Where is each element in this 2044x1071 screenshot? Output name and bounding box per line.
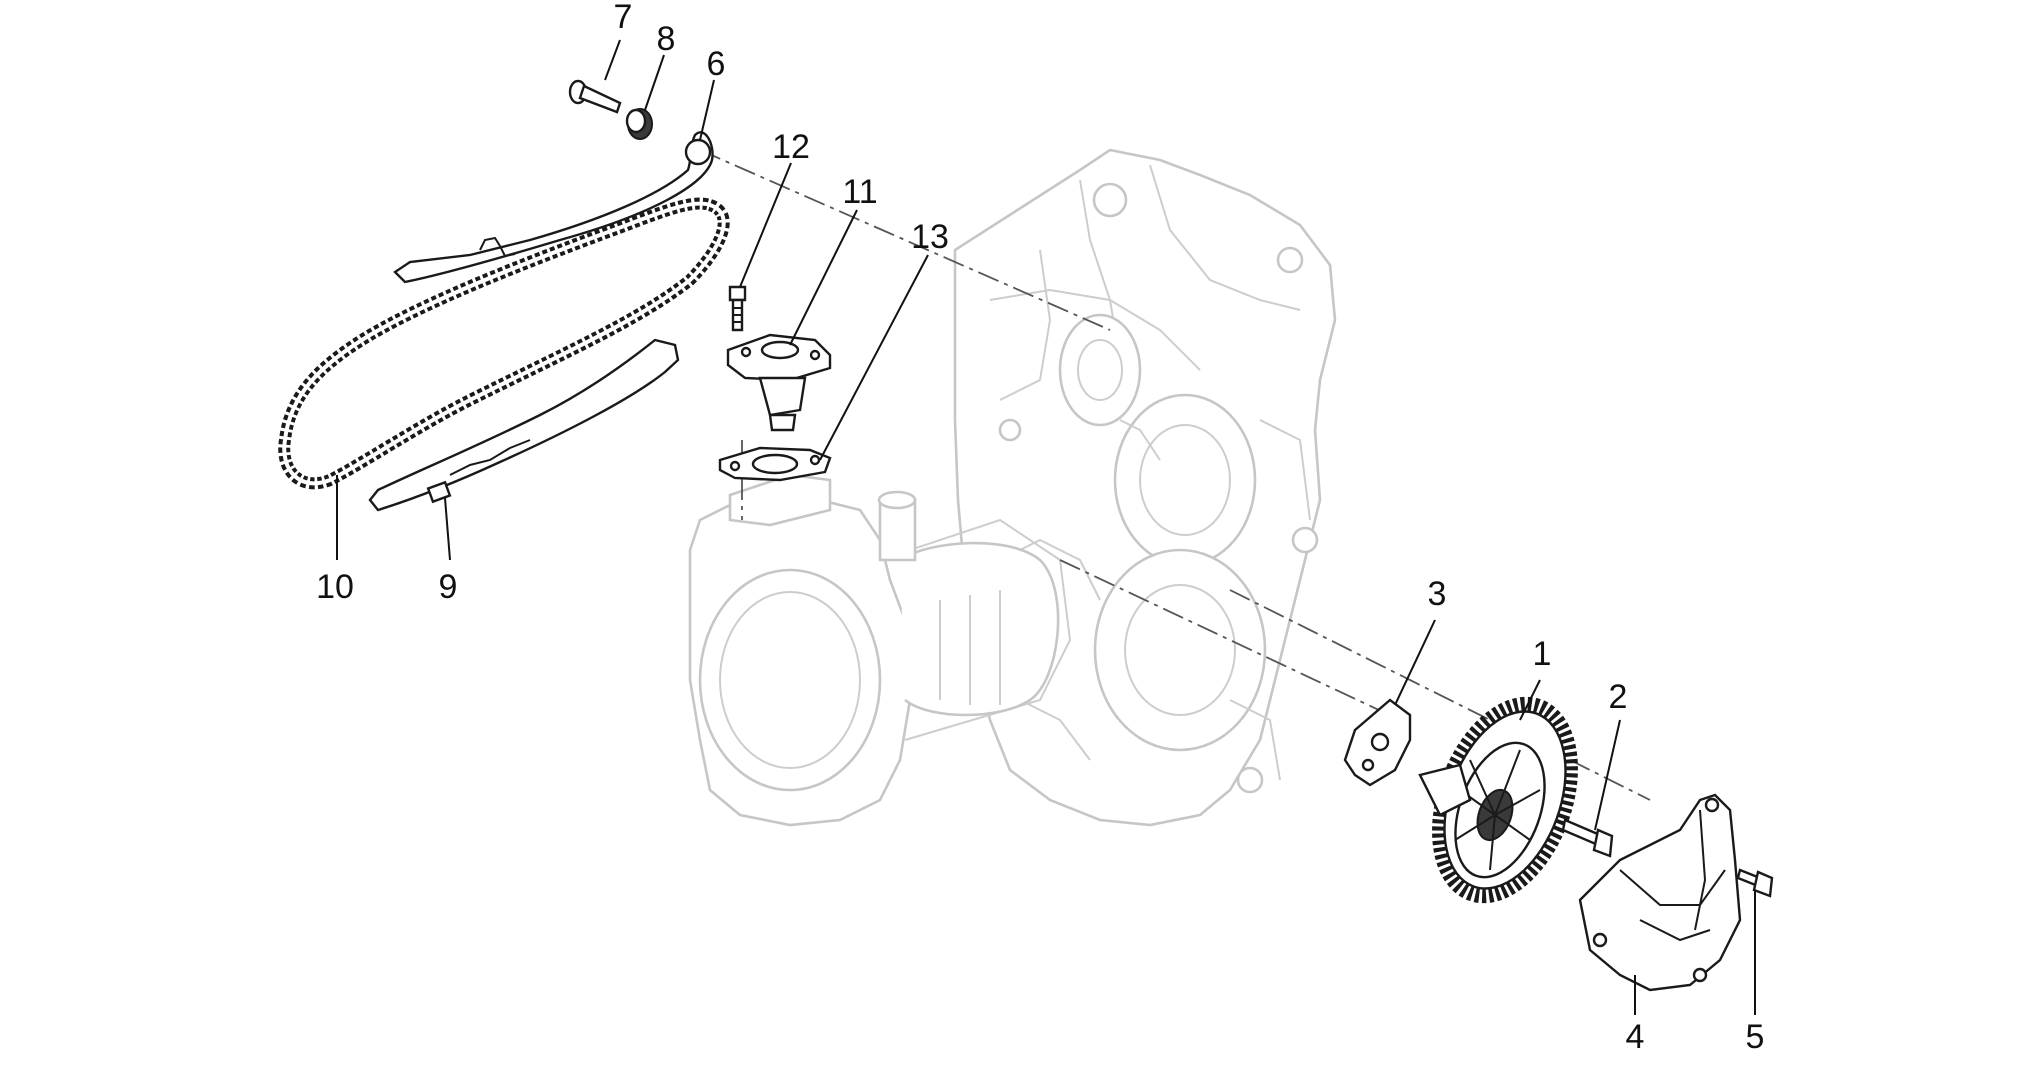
pump-bolt-long	[1561, 818, 1614, 858]
callout-10: 10	[316, 568, 354, 606]
tensioner-gasket	[718, 446, 832, 482]
upper-chain-guide	[393, 131, 714, 284]
pump-gear	[1418, 696, 1578, 904]
spacer-plate	[1343, 698, 1412, 787]
callout-13: 13	[911, 218, 949, 256]
callout-2: 2	[1609, 678, 1628, 716]
callout-9: 9	[439, 568, 458, 606]
callout-4: 4	[1626, 1018, 1645, 1056]
callout-1: 1	[1533, 635, 1552, 673]
callout-5: 5	[1746, 1018, 1765, 1056]
chain-tensioner	[726, 333, 832, 432]
callout-6: 6	[707, 45, 726, 83]
callout-12: 12	[772, 128, 810, 166]
pump-cover	[1578, 793, 1742, 992]
callout-labels: 1 2 3 4 5 6 7 8 9 10 11 12 13	[316, 0, 1764, 1056]
guide-bolt	[568, 79, 622, 114]
timing-chain	[278, 197, 730, 490]
callout-8: 8	[657, 20, 676, 58]
callout-11: 11	[842, 173, 877, 211]
engine-crankcase-ghost	[953, 148, 1337, 827]
callout-leaders	[336, 39, 1756, 1015]
guide-spacer	[625, 108, 653, 140]
tensioner-bolt	[728, 285, 747, 332]
lower-chain-guide	[368, 338, 680, 512]
cylinder-ghost	[688, 473, 1072, 827]
callout-7: 7	[614, 0, 633, 36]
callout-3: 3	[1428, 575, 1447, 613]
pump-bolt-short	[1736, 868, 1774, 898]
